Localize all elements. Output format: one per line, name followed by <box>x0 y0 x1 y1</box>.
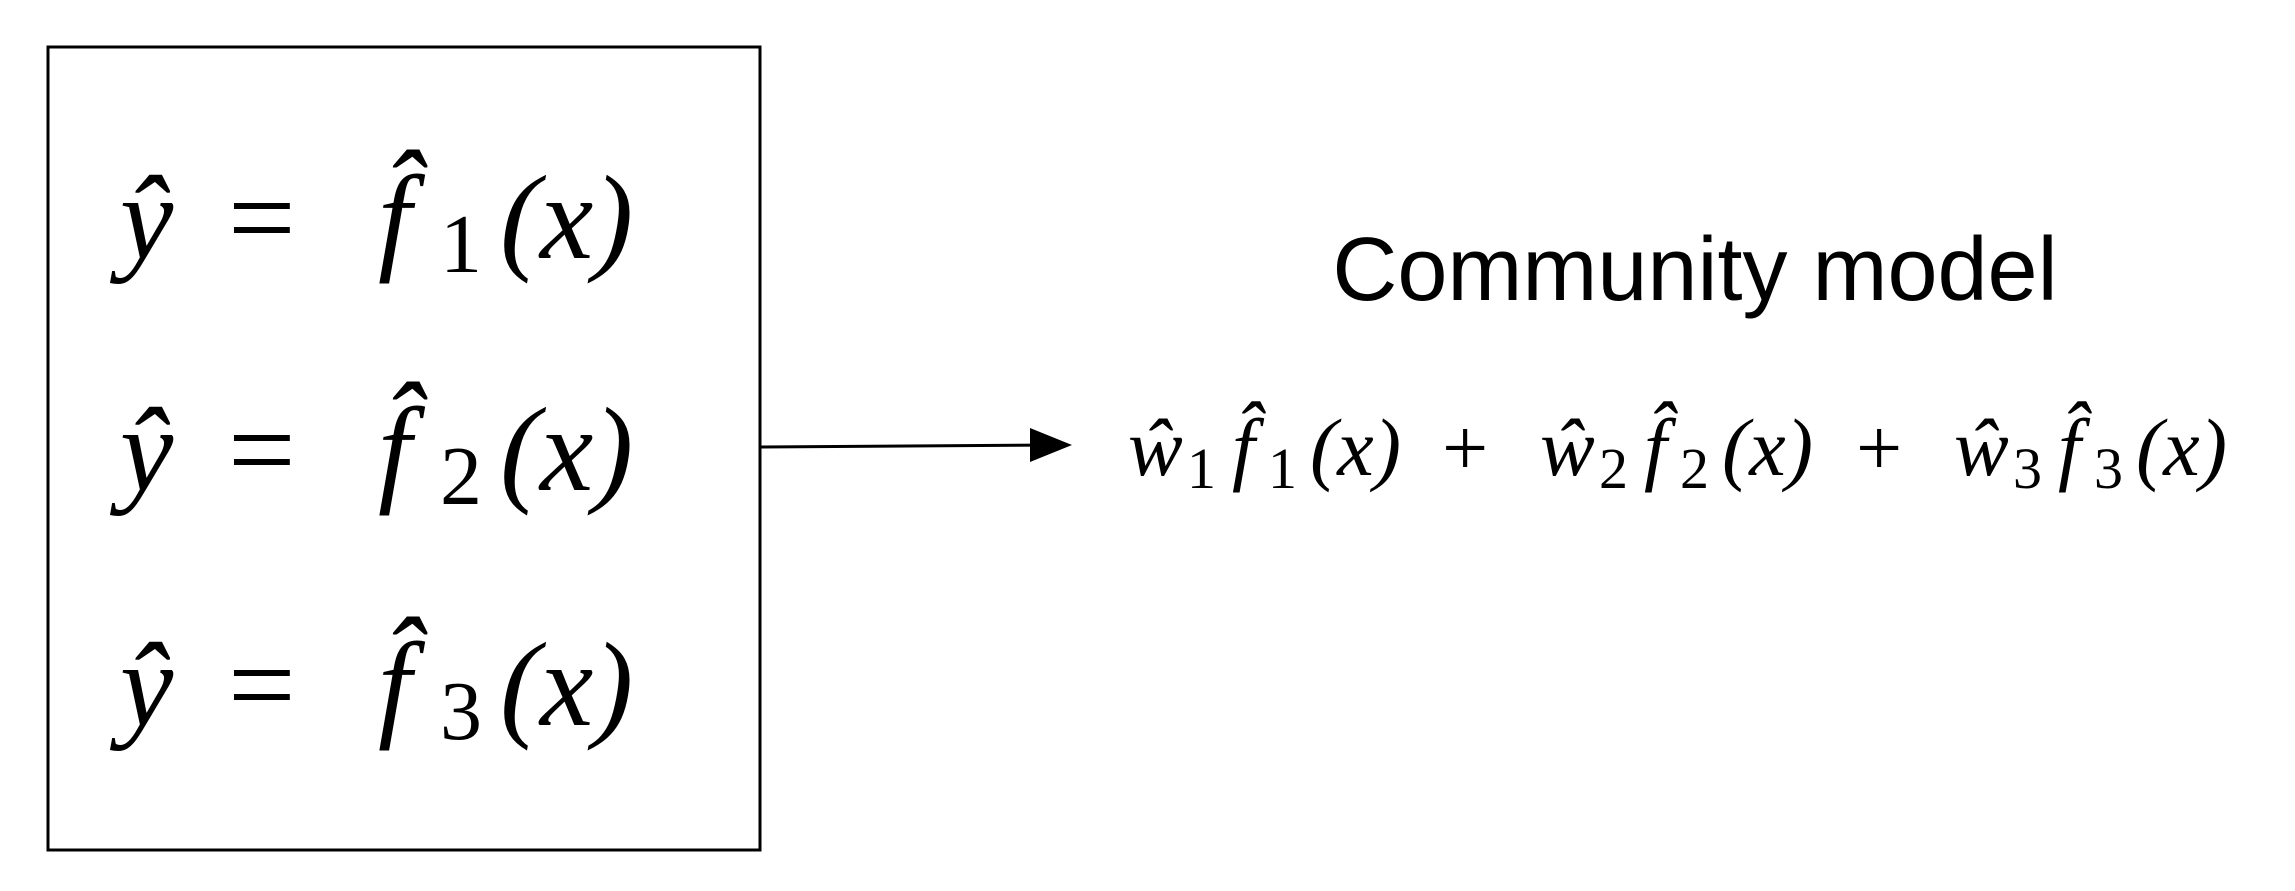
model-equation-3: ŷ = f̂ 3 (x) <box>109 616 633 758</box>
model-2-function: f̂ <box>378 381 428 516</box>
term-2-weight-subscript: 2 <box>1599 436 1628 501</box>
term-3-function: f̂ <box>2058 400 2092 493</box>
model-3-lhs: ŷ <box>109 618 174 751</box>
term-2-function: f̂ <box>1644 400 1678 493</box>
term-3-function-subscript: 3 <box>2094 436 2123 501</box>
term-1-function: f̂ <box>1232 400 1266 493</box>
arrow-head-icon <box>1030 428 1072 462</box>
model-3-subscript: 3 <box>440 665 482 758</box>
model-equation-1: ŷ = f̂ 1 (x) <box>109 149 633 291</box>
model-1-function: f̂ <box>378 149 428 284</box>
term-1-weight: ŵ <box>1128 402 1183 493</box>
model-1-subscript: 1 <box>440 198 482 291</box>
models-box <box>46 45 762 852</box>
term-2-argument: (x) <box>1722 402 1813 493</box>
model-2-argument: (x) <box>500 383 633 516</box>
term-2-weight: ŵ <box>1540 402 1595 493</box>
term-3-weight-subscript: 3 <box>2013 436 2042 501</box>
model-2-subscript: 2 <box>440 430 482 523</box>
model-1-equals: = <box>228 151 296 284</box>
model-2-lhs: ŷ <box>109 383 174 516</box>
term-1-weight-subscript: 1 <box>1187 436 1216 501</box>
arrow-connector <box>759 441 1064 450</box>
term-1-argument: (x) <box>1310 402 1401 493</box>
term-1-function-subscript: 1 <box>1268 436 1297 501</box>
model-3-function: f̂ <box>378 616 428 751</box>
model-3-argument: (x) <box>500 618 633 751</box>
model-equation-2: ŷ = f̂ 2 (x) <box>109 381 633 523</box>
plus-sign-1: + <box>1442 402 1488 493</box>
community-model-formula: ŵ 1 f̂ 1 (x) + ŵ 2 f̂ 2 (x) + ŵ 3 f̂ 3 (… <box>1128 400 2227 501</box>
term-2-function-subscript: 2 <box>1680 436 1709 501</box>
term-3-weight: ŵ <box>1954 402 2009 493</box>
term-3-argument: (x) <box>2136 402 2227 493</box>
model-2-equals: = <box>228 383 296 516</box>
model-1-lhs: ŷ <box>109 151 174 284</box>
community-model-title: Community model <box>1332 220 2057 320</box>
model-3-equals: = <box>228 618 296 751</box>
model-1-argument: (x) <box>500 151 633 284</box>
plus-sign-2: + <box>1856 402 1902 493</box>
